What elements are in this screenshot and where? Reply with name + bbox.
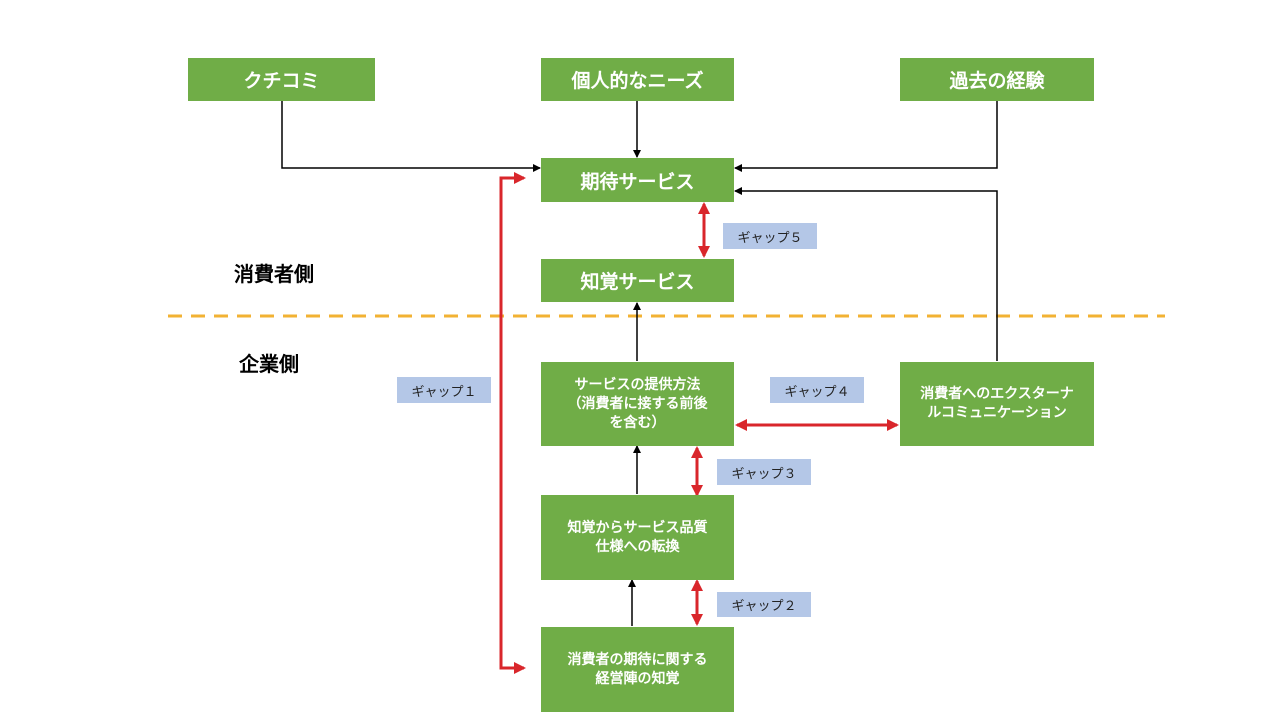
arrow-experience-to-expected [734, 101, 998, 172]
word-of-mouth-box: クチコミ [188, 58, 375, 101]
arrow-wom-to-expected [281, 101, 541, 172]
consumer-side-label: 消費者側 [234, 262, 314, 286]
past-experience-box: 過去の経験 [900, 58, 1094, 101]
quality-spec-box: 知覚からサービス品質 仕様への転換 [541, 495, 734, 580]
gap4-label: ギャップ４ [770, 377, 864, 403]
gap3-label: ギャップ３ [717, 459, 811, 485]
gap1-label: ギャップ１ [397, 377, 491, 403]
personal-needs-box: 個人的なニーズ [541, 58, 734, 101]
management-perception-box: 消費者の期待に関する 経営陣の知覚 [541, 627, 734, 712]
company-side-label: 企業側 [239, 352, 299, 376]
external-communication-box: 消費者へのエクスターナ ルコミュニケーション [900, 362, 1094, 446]
gap2-label: ギャップ２ [717, 592, 811, 617]
service-delivery-box: サービスの提供方法 （消費者に接する前後 を含む） [541, 362, 734, 446]
expected-service-box: 期待サービス [541, 158, 734, 202]
arrow-external-to-expected [734, 187, 998, 361]
gap1-arrow [499, 172, 526, 674]
perceived-service-box: 知覚サービス [541, 259, 734, 302]
gap5-label: ギャップ５ [723, 223, 817, 249]
